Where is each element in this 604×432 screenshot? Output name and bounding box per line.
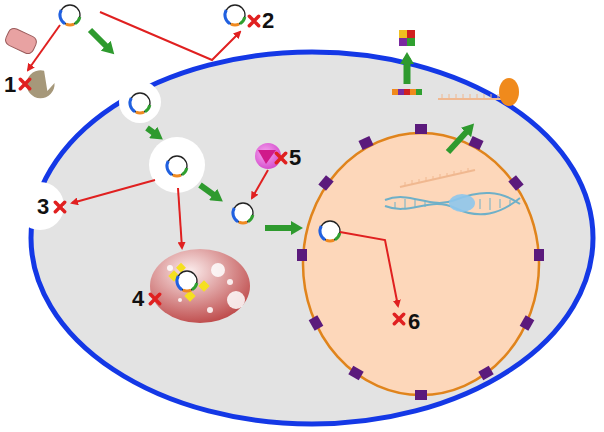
- nuclear-pores: [297, 124, 544, 400]
- callout-number: 3: [37, 196, 49, 218]
- protein-chain: [392, 30, 422, 95]
- callout-number: 5: [289, 147, 301, 169]
- callout-number: 2: [262, 10, 274, 32]
- callout-number: 4: [132, 288, 144, 310]
- callout-number: 1: [4, 74, 16, 96]
- callout-number: 6: [408, 311, 420, 333]
